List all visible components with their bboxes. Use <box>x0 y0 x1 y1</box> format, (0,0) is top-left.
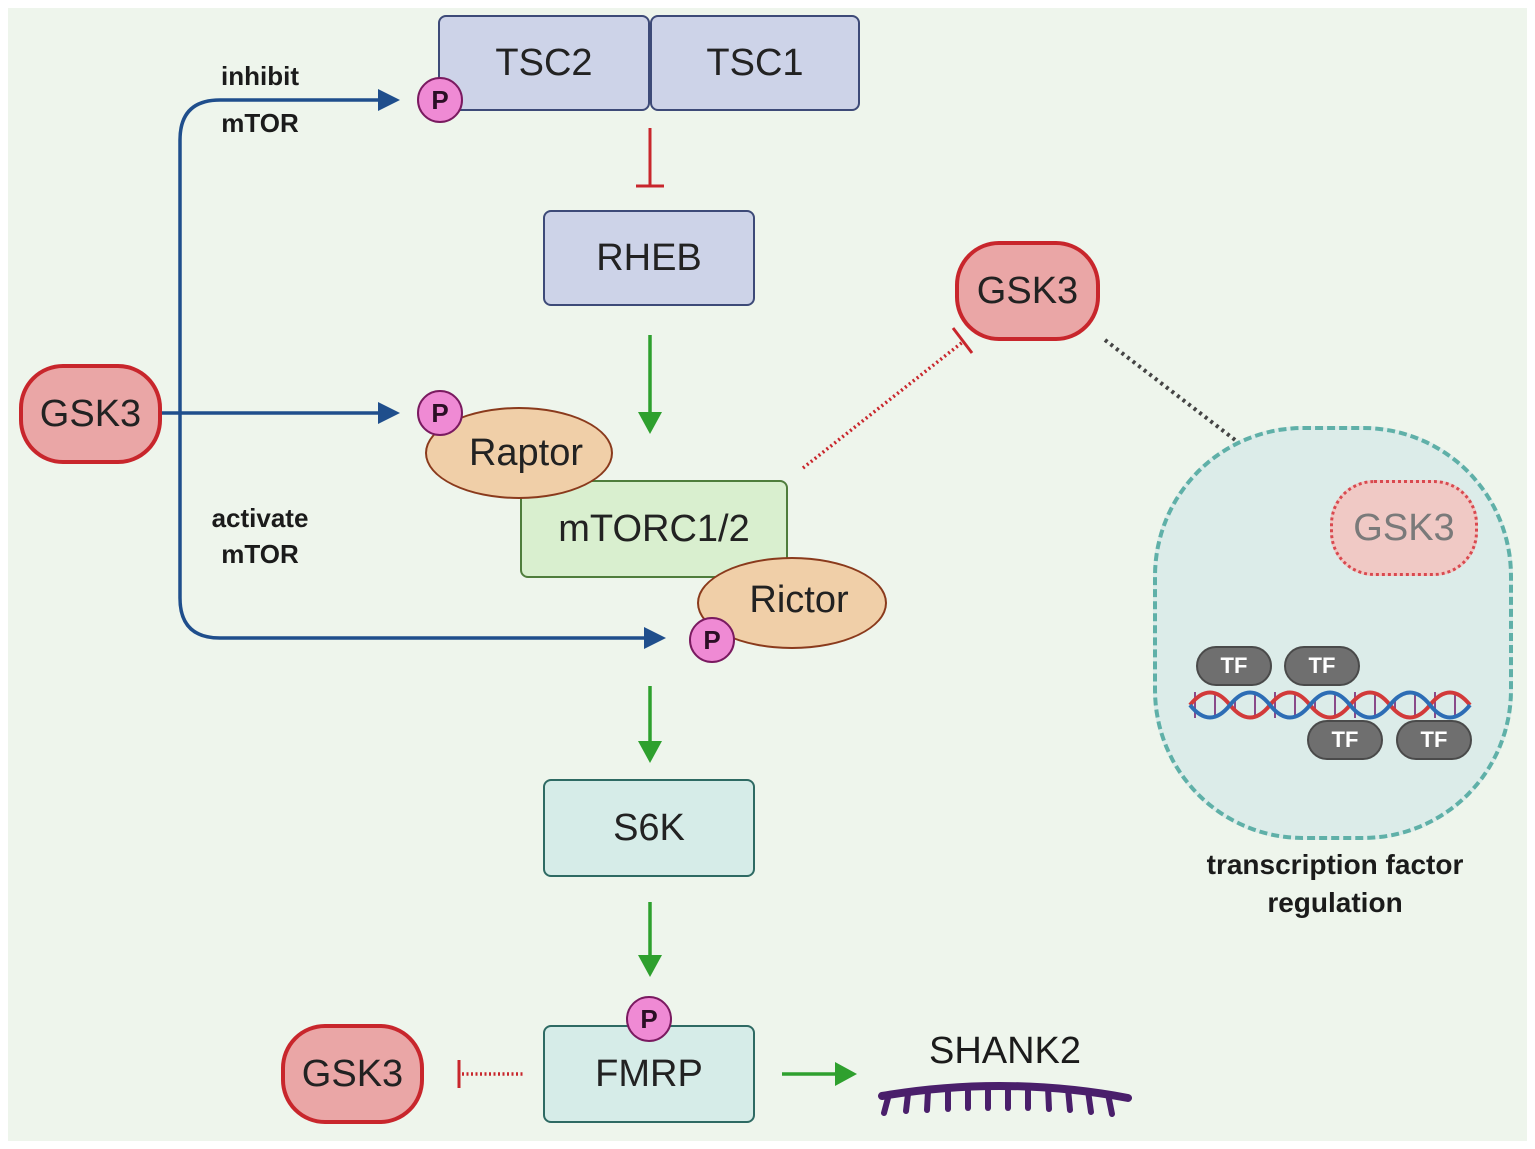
gsk3-bottom-label: GSK3 <box>301 1052 404 1095</box>
rheb-node: RHEB <box>543 210 755 306</box>
inhibit-line2: mTOR <box>221 108 299 138</box>
tf-regulation-label: transcription factor regulation <box>1170 846 1500 922</box>
shank2-mrna-bases <box>881 1083 1115 1117</box>
dna-strand-red <box>1188 690 1472 720</box>
gsk3-nucleus-label: GSK3 <box>1353 506 1455 549</box>
rheb-to-mtorc-arrowhead <box>638 412 662 434</box>
dna-helix-icon <box>1188 690 1472 720</box>
gsk3-to-rictor-arrow <box>178 412 650 640</box>
activate-mtor-label: activate mTOR <box>190 500 330 572</box>
gsk3-left-node: GSK3 <box>19 364 162 464</box>
gsk3-bottom-node: GSK3 <box>281 1024 424 1124</box>
tsc2-label: TSC2 <box>495 41 593 84</box>
gsk3-to-tsc2-arrowhead <box>378 89 400 111</box>
shank2-label: SHANK2 <box>928 1030 1082 1072</box>
tsc1-node: TSC1 <box>650 15 860 111</box>
fmrp-to-shank2-arrowhead <box>835 1062 857 1086</box>
raptor-phospho-icon: P <box>417 390 463 436</box>
fmrp-phospho-icon: P <box>626 996 672 1042</box>
tsc1-label: TSC1 <box>706 41 804 84</box>
tf-regulation-line2: regulation <box>1267 887 1403 918</box>
mtorc-inhibits-gsk3-dotted <box>801 339 966 470</box>
tf-blob-2: TF <box>1284 646 1360 686</box>
rictor-phospho-icon: P <box>689 617 735 663</box>
activate-line1: activate <box>211 503 309 533</box>
tf-blob-1: TF <box>1196 646 1272 686</box>
gsk3-nucleus-node: GSK3 <box>1330 480 1478 576</box>
rheb-label: RHEB <box>596 236 702 279</box>
tf-regulation-line1: transcription factor <box>1206 849 1464 880</box>
gsk3-to-nucleus-dotted <box>1103 338 1284 478</box>
dna-strand-blue <box>1188 690 1472 720</box>
inhibit-mtor-label: inhibit mTOR <box>200 58 320 141</box>
gsk3-to-rictor-arrowhead <box>644 627 666 649</box>
mtorc-label: mTORC1/2 <box>558 507 750 550</box>
s6k-label: S6K <box>613 806 685 849</box>
inhibit-line1: inhibit <box>221 61 299 91</box>
mtorc-inhibits-gsk3-bar <box>951 327 974 354</box>
raptor-node: Raptor <box>425 407 613 499</box>
activate-line2: mTOR <box>221 539 299 569</box>
tf-blob-4: TF <box>1396 720 1472 760</box>
tsc2-phospho-icon: P <box>417 77 463 123</box>
s6k-node: S6K <box>543 779 755 877</box>
tf-blob-3: TF <box>1307 720 1383 760</box>
mtorc-to-s6k-arrowhead <box>638 741 662 763</box>
gsk3-to-raptor-arrowhead <box>378 402 400 424</box>
gsk3-to-tsc2-arrow <box>178 98 385 412</box>
raptor-label: Raptor <box>468 431 584 474</box>
gsk3-left-label: GSK3 <box>39 392 142 435</box>
fmrp-label: FMRP <box>595 1052 703 1095</box>
rictor-label: Rictor <box>749 578 849 621</box>
gsk3-top-right-label: GSK3 <box>976 269 1079 312</box>
s6k-to-fmrp-arrowhead <box>638 955 662 977</box>
mtorc-node: mTORC1/2 <box>520 480 788 578</box>
gsk3-top-right-node: GSK3 <box>955 241 1100 341</box>
dna-rungs <box>1194 692 1456 718</box>
tsc2-node: TSC2 <box>438 15 650 111</box>
